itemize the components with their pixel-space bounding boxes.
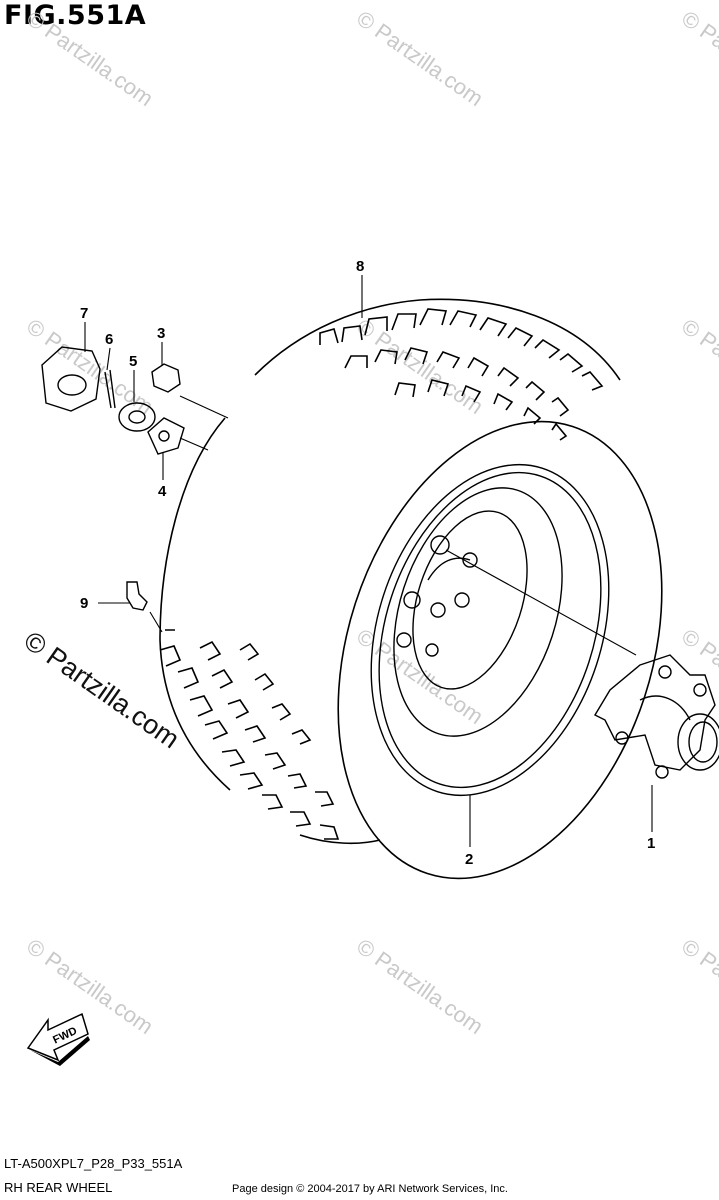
watermark: © Partzilla.com (22, 6, 158, 112)
page-credit: Page design © 2004-2017 by ARI Network S… (232, 1183, 508, 1195)
callout-3: 3 (157, 325, 165, 342)
tire-drawing (159, 298, 663, 880)
fwd-arrow-icon: FWD (26, 1012, 90, 1066)
callout-5: 5 (129, 353, 137, 370)
watermark: © Partzilla.com (677, 6, 719, 112)
watermark: © Partzilla.com (352, 6, 488, 112)
callout-1: 1 (647, 835, 655, 852)
watermark: © Partzilla.com (677, 624, 719, 730)
callout-8: 8 (356, 258, 364, 275)
callout-6: 6 (105, 331, 113, 348)
rim-drawing (370, 463, 610, 797)
figure-subtitle: RH REAR WHEEL (4, 1180, 113, 1195)
watermark: © Partzilla.com (352, 624, 488, 730)
small-parts-drawing (41, 346, 185, 611)
callout-4: 4 (158, 483, 167, 500)
watermark: © Partzilla.com (352, 314, 488, 420)
callout-2: 2 (465, 851, 473, 868)
leader-lines (84, 275, 653, 847)
watermarks: © Partzilla.com © Partzilla.com © Partzi… (19, 6, 719, 1040)
watermark: © Partzilla.com (22, 934, 158, 1040)
watermark: © Partzilla.com (352, 934, 488, 1040)
figure-code: LT-A500XPL7_P28_P33_551A (4, 1156, 183, 1171)
callout-9: 9 (80, 595, 88, 612)
hub-drawing (594, 654, 719, 779)
watermark: © Partzilla.com (677, 934, 719, 1040)
figure-title: FIG.551A (4, 0, 147, 31)
watermark: © Partzilla.com (677, 314, 719, 420)
callout-7: 7 (80, 305, 88, 322)
